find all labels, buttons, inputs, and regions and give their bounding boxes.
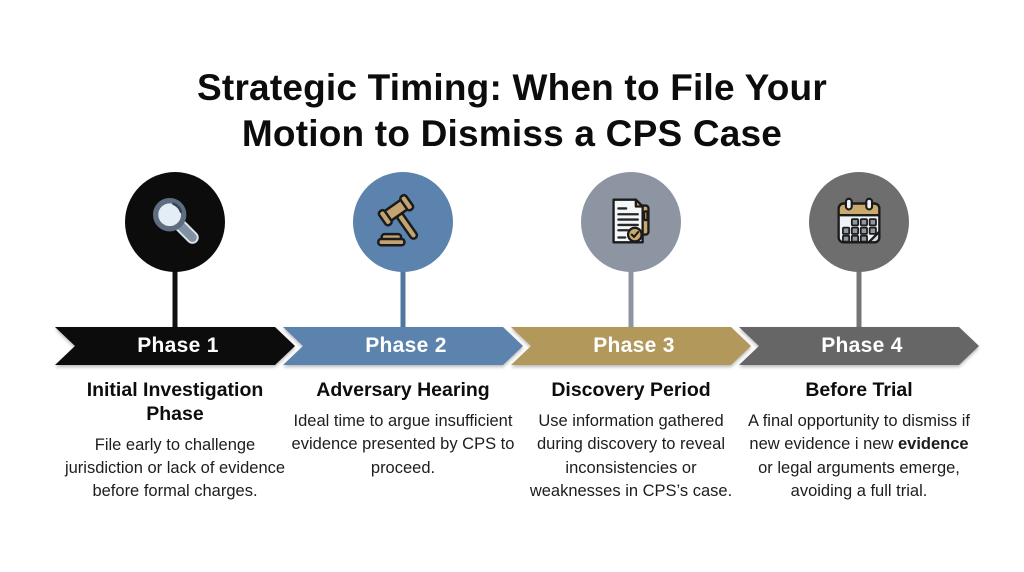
phase-banner-label: Phase 3 — [593, 334, 675, 357]
phase-banner-ribbon: Phase 4 — [739, 327, 979, 365]
magnifier-icon — [144, 191, 206, 253]
gavel-icon — [372, 191, 434, 253]
phase-connector-line — [172, 268, 178, 330]
phase-banner-ribbon: Phase 3 — [511, 327, 751, 365]
phase-description: File early to challenge jurisdiction or … — [62, 434, 288, 504]
phase-description-segment: Ideal time to argue insufficient evidenc… — [291, 411, 515, 477]
phase-description-segment: File early to challenge jurisdiction or … — [64, 435, 286, 501]
page-title-line-1: Strategic Timing: When to File Your — [197, 66, 827, 108]
document-check-icon — [600, 191, 662, 253]
calendar-icon — [828, 191, 890, 253]
phase-heading: Initial Investigation Phase — [86, 379, 264, 425]
phase-column: Phase 4 Before Trial A final opportunity… — [739, 0, 979, 572]
phase-banner-label: Phase 2 — [365, 334, 447, 357]
phase-text-block: Initial Investigation Phase File early t… — [62, 379, 288, 504]
phase-text-block: Discovery Period Use information gathere… — [518, 379, 744, 503]
phase-column: Phase 2 Adversary Hearing Ideal time to … — [283, 0, 523, 572]
phase-description-segment: or legal arguments emerge, avoiding a fu… — [758, 458, 960, 501]
phase-description: A final opportunity to dismiss if new ev… — [746, 410, 972, 504]
phase-connector-line — [400, 268, 406, 330]
page-title: Strategic Timing: When to File Your Moti… — [0, 65, 1024, 158]
phase-banner-label: Phase 4 — [821, 334, 903, 357]
page-title-line-2: Motion to Dismiss a CPS Case — [241, 113, 783, 155]
phase-connector-line — [628, 268, 634, 330]
phase-description-segment: A final opportunity to dismiss if new ev… — [748, 411, 970, 454]
phase-banner: Phase 2 — [283, 327, 523, 365]
phase-description: Use information gathered during discover… — [518, 410, 744, 504]
phase-banner-ribbon: Phase 2 — [283, 327, 523, 365]
phase-column: Phase 3 Discovery Period Use information… — [511, 0, 751, 572]
phase-icon-circle — [353, 172, 453, 272]
phase-heading: Before Trial — [805, 379, 913, 401]
phase-banner: Phase 1 — [55, 327, 295, 365]
phase-banner: Phase 3 — [511, 327, 751, 365]
phase-text-block: Adversary Hearing Ideal time to argue in… — [290, 379, 516, 480]
phase-connector-line — [856, 268, 862, 330]
phase-column: Phase 1 Initial Investigation Phase File… — [55, 0, 295, 572]
phase-banner: Phase 4 — [739, 327, 979, 365]
phase-banner-label: Phase 1 — [137, 334, 219, 357]
phase-heading: Discovery Period — [551, 379, 711, 401]
phase-heading: Adversary Hearing — [316, 379, 490, 401]
phase-icon-circle — [809, 172, 909, 272]
phase-banner-ribbon: Phase 1 — [55, 327, 295, 365]
phase-icon-circle — [581, 172, 681, 272]
phase-description-segment: Use information gathered during discover… — [529, 411, 733, 501]
phase-text-block: Before Trial A final opportunity to dism… — [746, 379, 972, 503]
phase-description-segment: evidence — [897, 435, 969, 454]
phase-description: Ideal time to argue insufficient evidenc… — [290, 410, 516, 480]
phase-icon-circle — [125, 172, 225, 272]
